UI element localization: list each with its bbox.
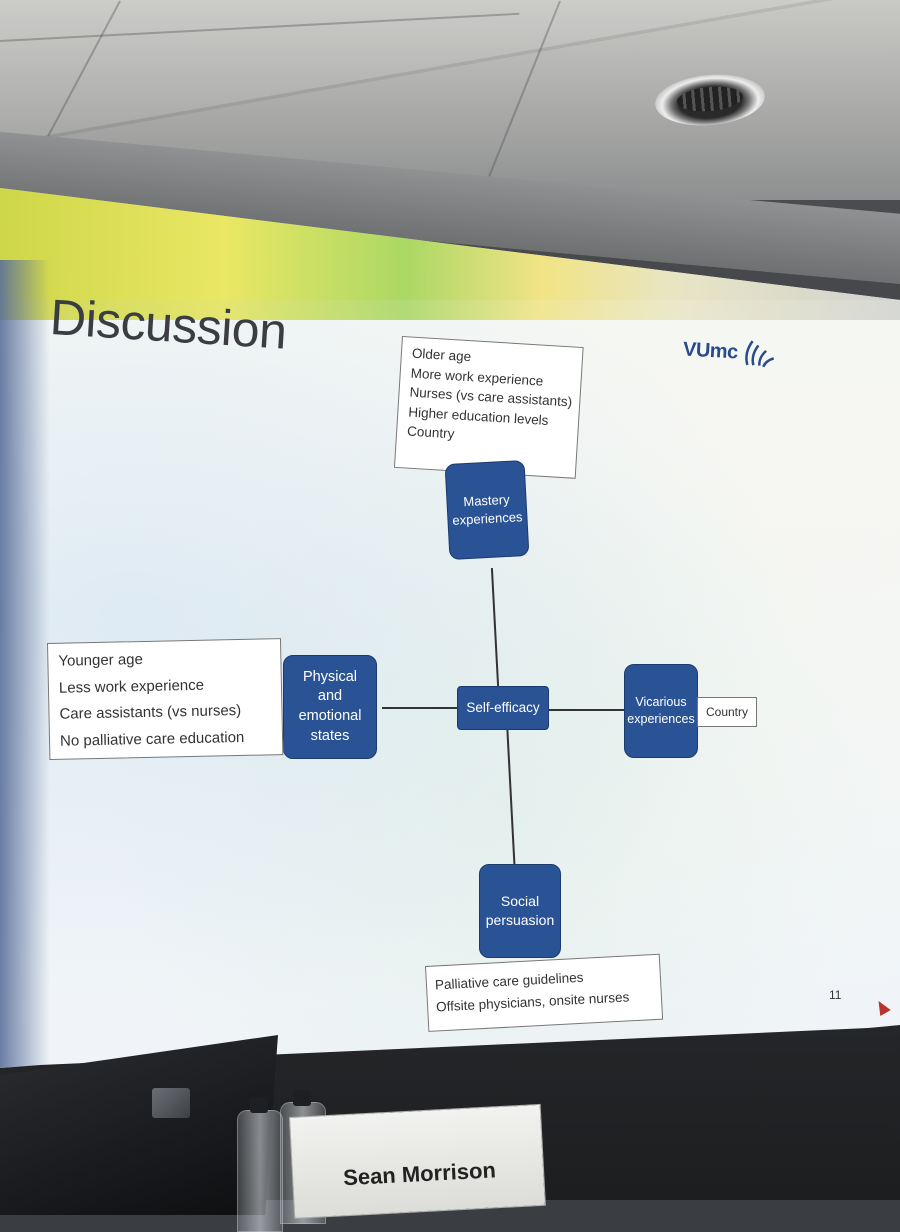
ceiling-light <box>653 70 767 130</box>
vumc-logo: VUmc <box>682 334 778 371</box>
bottle-cap <box>250 1097 268 1113</box>
node-label: Social persuasion <box>485 893 555 928</box>
tag-label: Country <box>705 705 749 719</box>
connector-left <box>382 707 460 709</box>
node-label: Physical and emotional states <box>298 668 362 744</box>
physical-factors-box: Younger age Less work experience Care as… <box>47 638 284 760</box>
laptop-logo-icon <box>152 1088 190 1118</box>
ceiling-seam <box>0 12 520 42</box>
node-self-efficacy: Self-efficacy <box>457 686 549 730</box>
speaker-nameplate: Sean Morrison <box>290 1104 545 1218</box>
node-vicarious-experiences: Vicarious experiences <box>624 664 698 758</box>
mastery-factors-box: Older age More work experience Nurses (v… <box>393 336 584 479</box>
node-social-persuasion: Social persuasion <box>479 864 561 958</box>
slide-edge-shadow <box>0 260 50 1068</box>
node-label: Vicarious experiences <box>627 695 695 726</box>
node-mastery-experiences: Mastery experiences <box>444 459 530 561</box>
node-physical-emotional-states: Physical and emotional states <box>283 655 377 759</box>
ceiling-seam <box>484 0 561 187</box>
water-bottle <box>237 1110 283 1232</box>
box-item: No palliative care education <box>59 728 245 750</box>
slide-page-number: 11 <box>829 988 842 1002</box>
bottle-cap <box>293 1090 311 1106</box>
vicarious-country-tag: Country <box>697 697 757 727</box>
social-factors-box: Palliative care guidelines Offsite physi… <box>425 953 664 1032</box>
connector-right <box>548 709 626 711</box>
logo-waves-icon <box>741 337 779 371</box>
nameplate-text: Sean Morrison <box>342 1157 497 1191</box>
node-label: Self-efficacy <box>466 699 540 715</box>
logo-text: VUmc <box>682 338 739 363</box>
node-label: Mastery experiences <box>452 492 523 528</box>
